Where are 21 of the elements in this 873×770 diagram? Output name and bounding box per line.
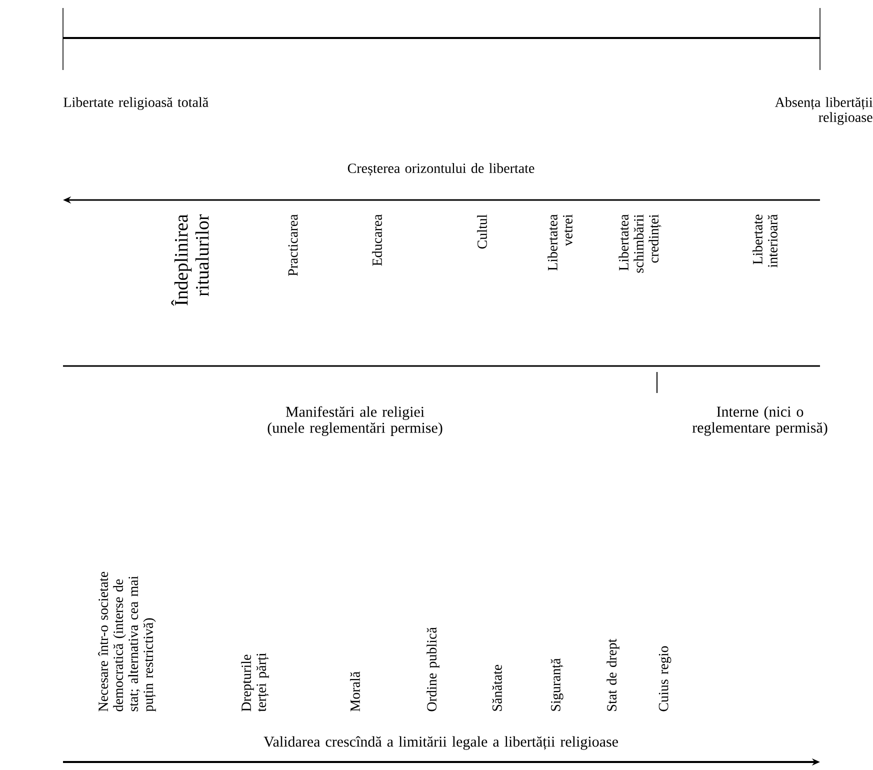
category-label: Drepturile terței părți — [241, 652, 269, 712]
category-label: Siguranță — [550, 658, 564, 711]
category-label: Libertate interioară — [752, 214, 778, 268]
category-label: Libertatea vetrei — [548, 214, 572, 271]
category-label: Practicarea — [288, 214, 298, 276]
category-label: Morală — [350, 672, 360, 712]
scale-end-label: Absența libertății religioase — [774, 97, 873, 125]
category-label: Necesare într-o societate democratică (interse de stat; alternativa cea mai puțin restrictivă) — [98, 572, 156, 712]
axis-label: Validarea crescîndă a limitării legale a libertății religioase — [264, 736, 618, 750]
category-label: Ordine publică — [426, 627, 440, 712]
category-label: Stat de drept — [606, 638, 620, 711]
category-label: Sănătate — [492, 664, 502, 711]
section-label: Manifestări ale religiei (unele reglementări permise) — [268, 406, 442, 436]
category-label: Libertatea schimbării credinței — [618, 214, 662, 273]
scale-end-label: Libertate religioasă totală — [64, 97, 208, 110]
category-label: Educarea — [372, 214, 382, 266]
section-label: Interne (nici o reglementare permisă) — [692, 406, 828, 436]
category-label: Cultul — [477, 214, 487, 249]
axis-label: Creșterea orizontului de libertate — [348, 163, 534, 176]
category-label: Îndeplinirea ritualurilor — [171, 214, 209, 306]
category-label: Cuius regio — [658, 646, 672, 712]
